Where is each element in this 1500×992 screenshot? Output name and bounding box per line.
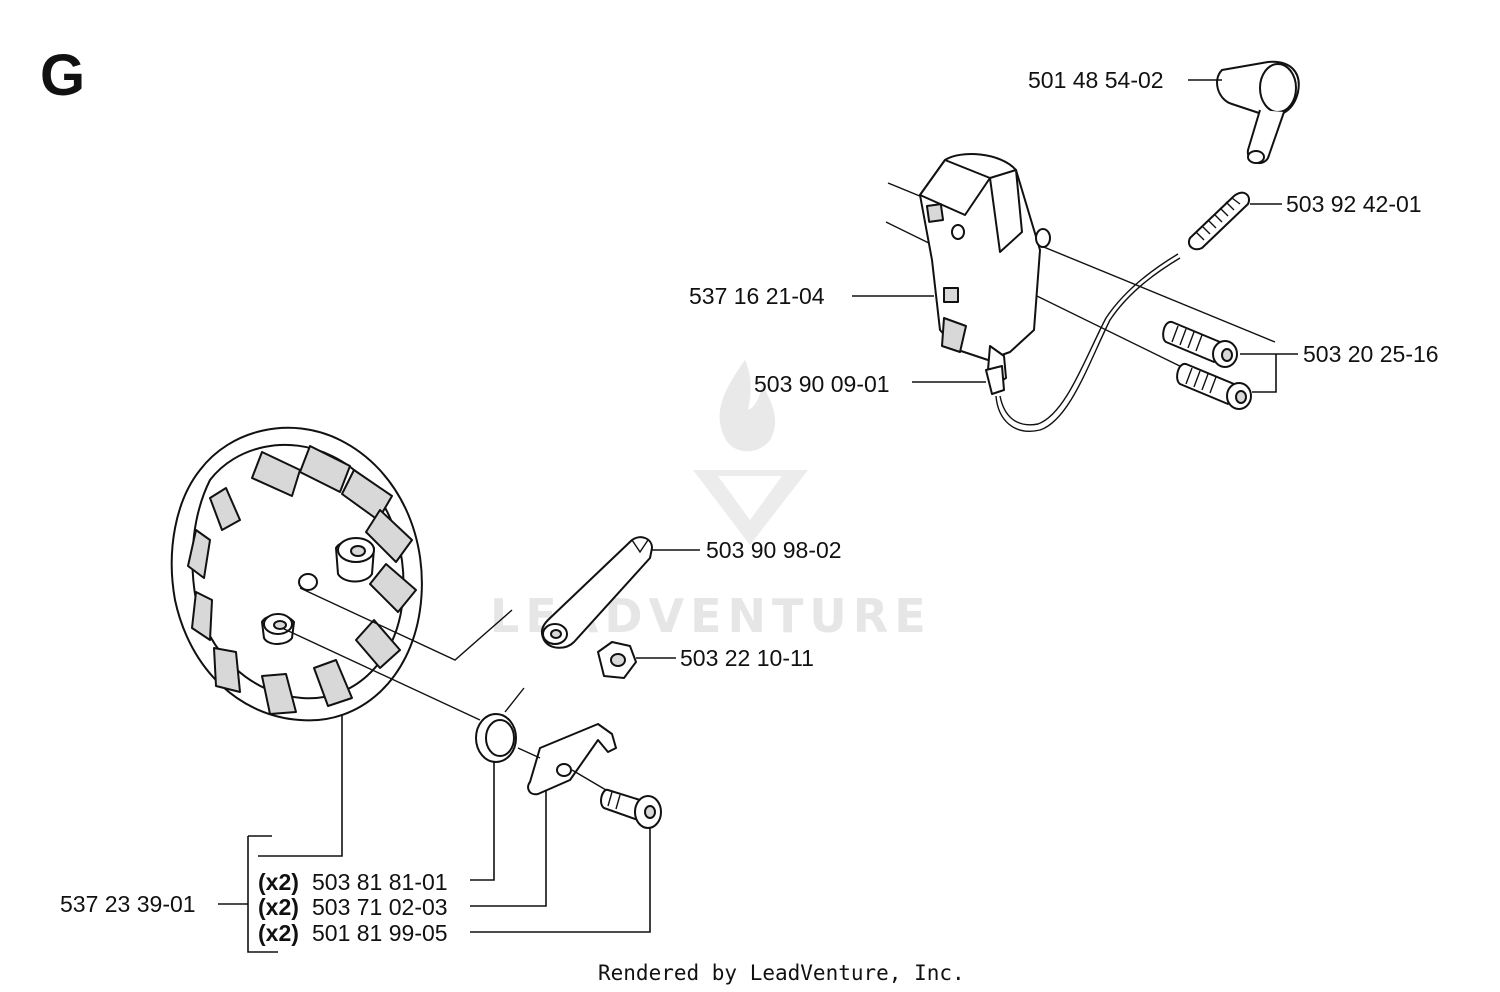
label-pawl-spring[interactable]: 503 81 81-01 [312, 869, 448, 895]
ignition-module-drawing [885, 153, 1276, 399]
leader-pawl [470, 790, 547, 907]
spring-part-drawing [1188, 191, 1250, 251]
cap-part-drawing [1216, 60, 1300, 165]
label-flywheel[interactable]: 537 23 39-01 [60, 891, 196, 917]
label-screws[interactable]: 503 20 25-16 [1303, 341, 1439, 367]
label-terminal[interactable]: 503 90 09-01 [754, 371, 890, 397]
qty-pawl-spring: (x2) [258, 869, 299, 895]
label-spring[interactable]: 503 92 42-01 [1286, 191, 1422, 217]
leader-pawl-screw [470, 828, 651, 933]
label-stop-plate[interactable]: 503 90 98-02 [706, 537, 842, 563]
stop-plate-drawing [540, 536, 653, 649]
leader-pawl-spring [470, 762, 495, 881]
label-nut[interactable]: 503 22 10-11 [680, 645, 814, 671]
flywheel-drawing [170, 426, 525, 722]
leader-flywheel [218, 714, 343, 953]
pawl-screw-drawing [571, 769, 662, 829]
watermark-logo [693, 360, 808, 545]
label-cap[interactable]: 501 48 54-02 [1028, 67, 1164, 93]
leader-screws [1240, 353, 1298, 393]
qty-pawl-screw: (x2) [258, 920, 299, 946]
label-ignition-module[interactable]: 537 16 21-04 [689, 283, 825, 309]
nut-drawing [597, 641, 637, 679]
label-pawl[interactable]: 503 71 02-03 [312, 894, 448, 920]
screws-drawing [1162, 320, 1252, 410]
pawl-spring-drawing [475, 713, 517, 763]
terminal-drawing [985, 253, 1181, 432]
qty-pawl: (x2) [258, 894, 299, 920]
section-letter: G [40, 43, 85, 108]
label-pawl-screw[interactable]: 501 81 99-05 [312, 920, 448, 946]
credit-text: Rendered by LeadVenture, Inc. [598, 961, 965, 985]
pawl-drawing [517, 723, 617, 796]
